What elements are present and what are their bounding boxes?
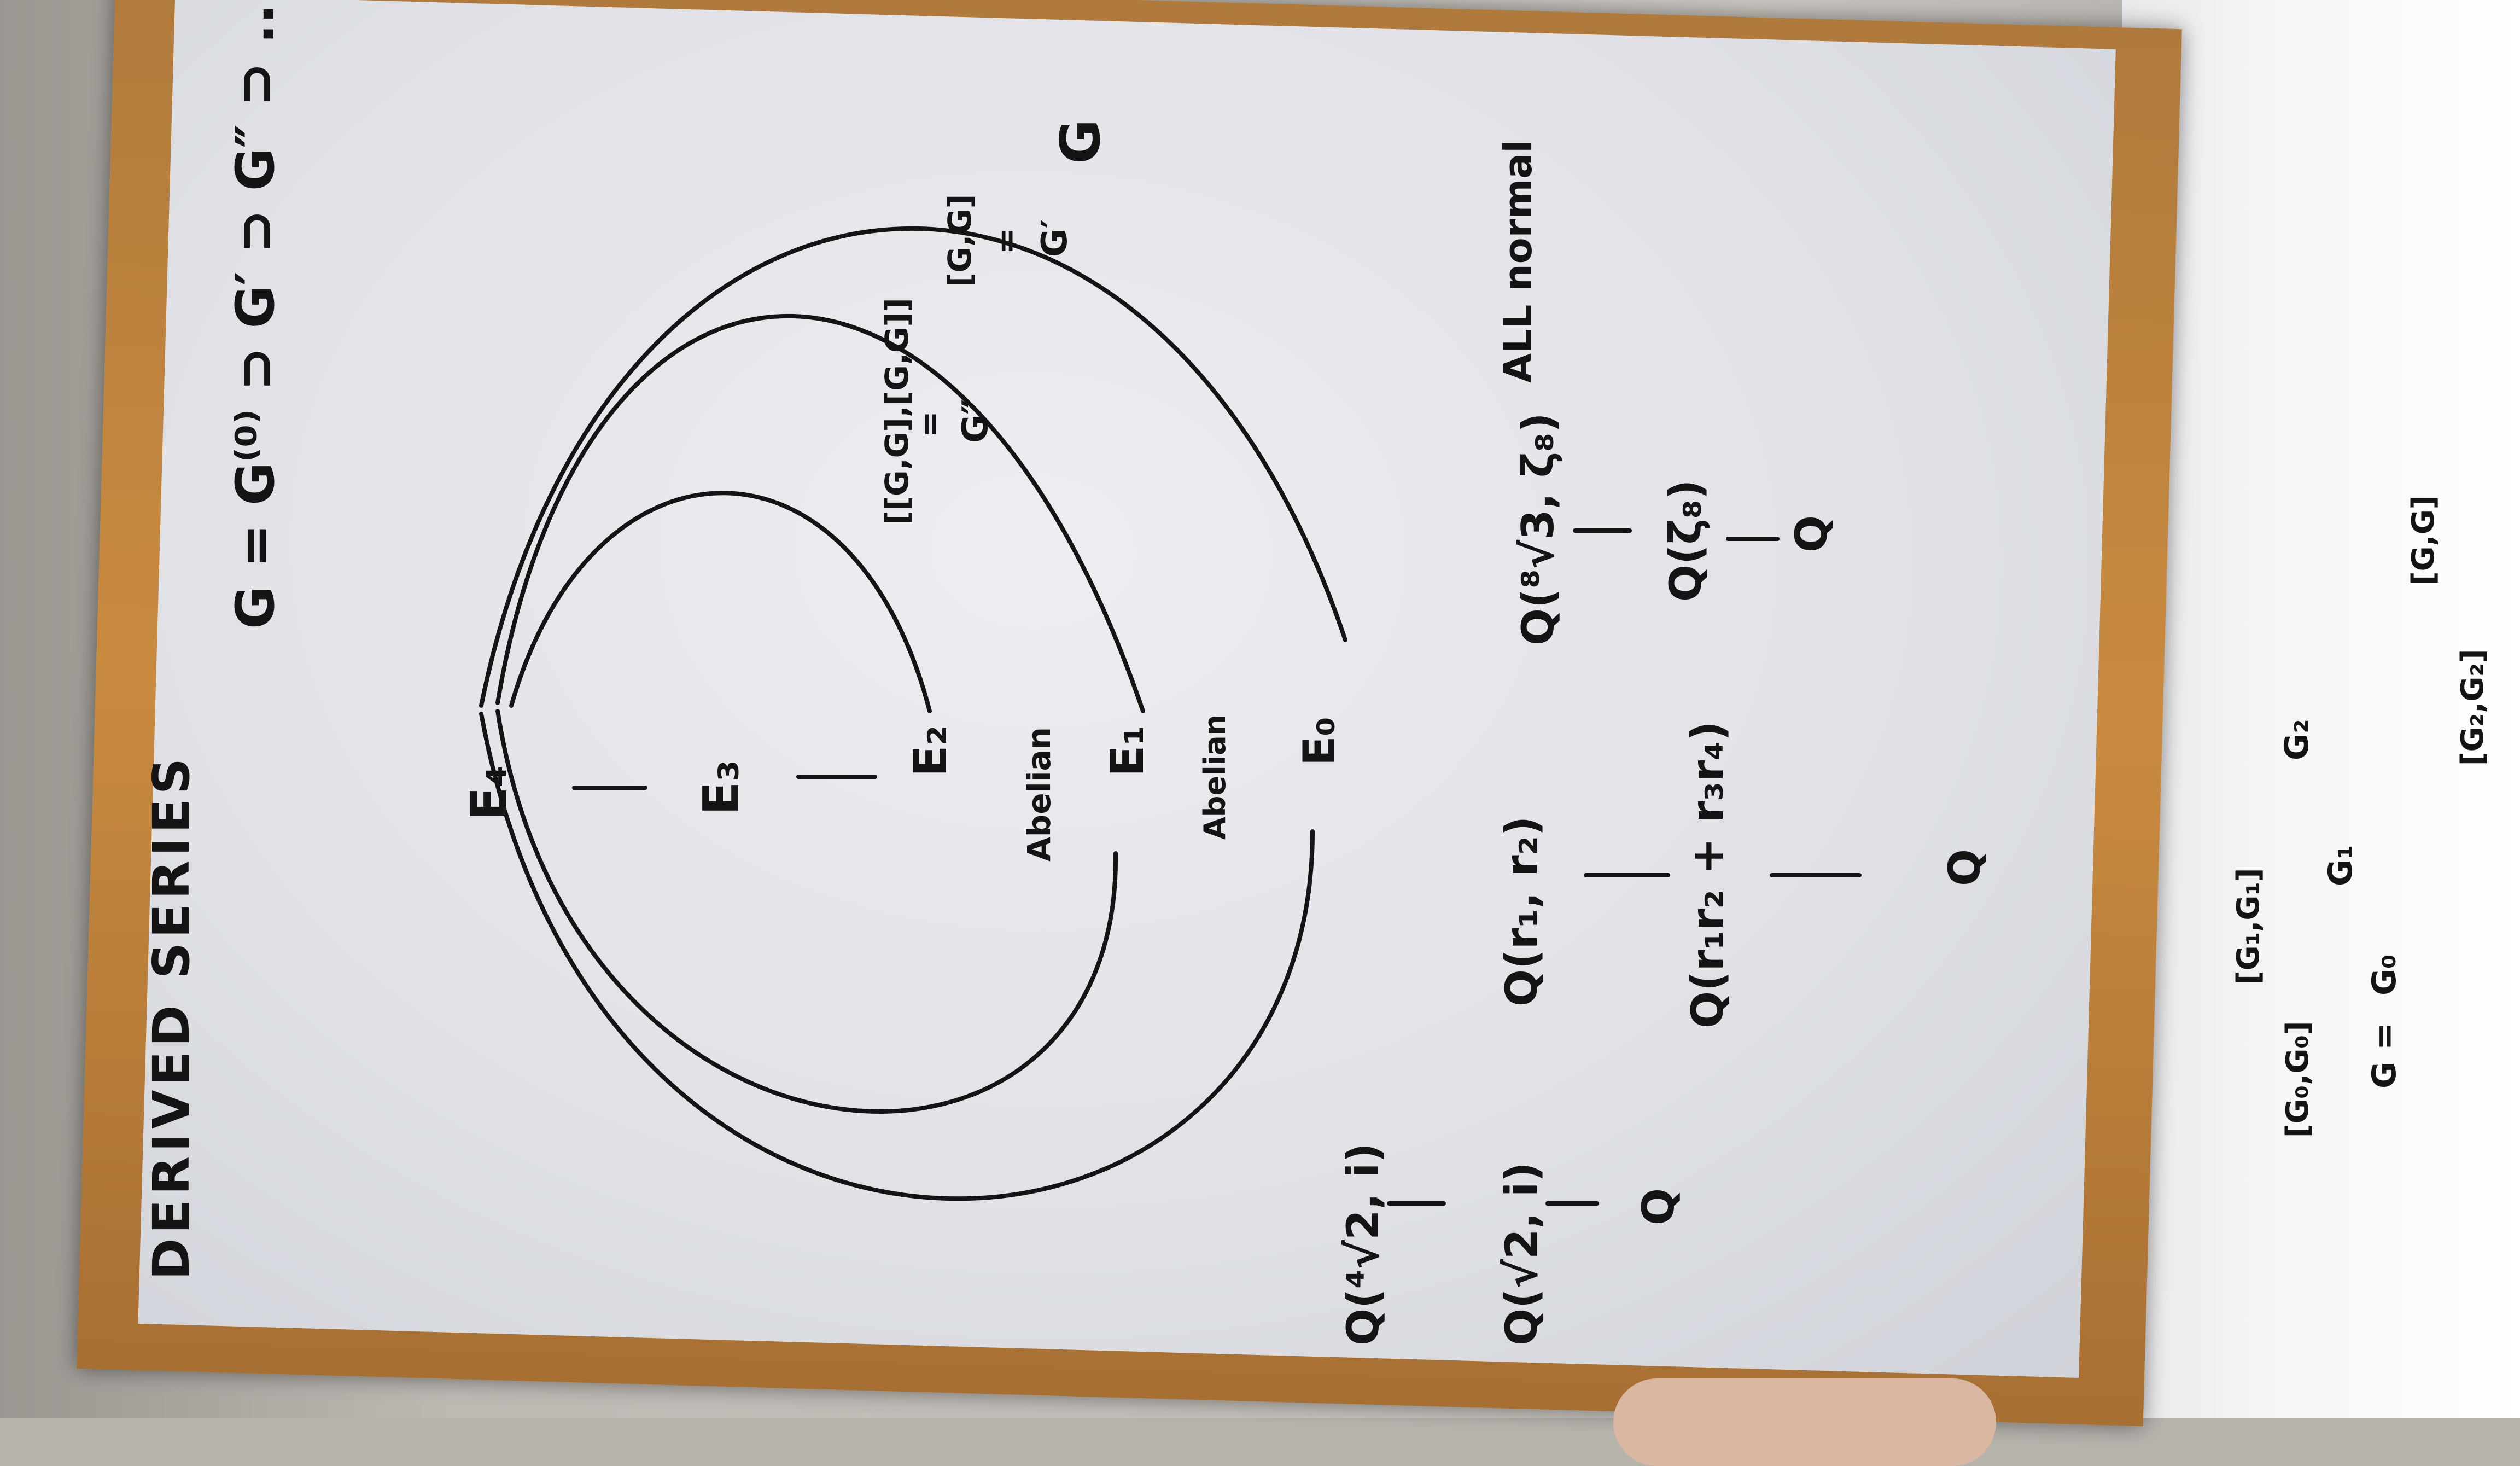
series-formula: G = G⁽⁰⁾ ⊃ G′ ⊃ G″ ⊃ ... (225, 0, 286, 629)
side-note-g2: G₂ (2278, 719, 2316, 760)
arc-outer-group (479, 226, 1348, 1201)
title-derived-series: DERIVED SERIES (142, 754, 201, 1280)
arc-middle-commutator (495, 314, 1145, 1114)
label-g-double-prime: G″ (955, 399, 996, 443)
tower1-top: Q(⁴√2, i) (1338, 1143, 1389, 1346)
tower2-bottom: Q (1939, 849, 1990, 886)
label-abelian-lower: Abelian (1198, 714, 1232, 840)
side-note-g0: G₀ (2365, 954, 2404, 996)
label-g-prime: G′ (1035, 219, 1075, 257)
tower2-middle: Q(r₁r₂ + r₃r₄) (1682, 721, 1733, 1028)
note-all-normal: ALL normal (1496, 140, 1541, 383)
group-label-g: G (1048, 119, 1112, 164)
paper-sheet (2122, 0, 2520, 1418)
equals-g-double-prime: = (911, 411, 948, 438)
label-first-commutator: [G,G] (941, 194, 978, 287)
tower1-middle: Q(√2, i) (1496, 1162, 1547, 1346)
field-e1: E₁ (1100, 725, 1154, 777)
side-note-comm-g1: [G₁,G₁] (2231, 868, 2266, 985)
side-note-g-equals: G = (2365, 1023, 2404, 1089)
tower3-middle: Q(ζ₈) (1660, 480, 1711, 602)
field-e0: E₀ (1294, 717, 1345, 766)
side-note-comm-g: [G,G] (2406, 496, 2441, 585)
side-note: G = G₀ [G₀,G₀] [G₁,G₁] G₁ G₂ [G₂,G₂] [G,… (2231, 496, 2490, 1138)
tower2-top: Q(r₁, r₂) (1496, 816, 1547, 1007)
tower3-top: Q(⁸√3, ζ₈) (1513, 412, 1564, 645)
whiteboard-drawing: DERIVED SERIES G = G⁽⁰⁾ ⊃ G′ ⊃ G″ ⊃ ... … (142, 0, 2490, 1346)
field-e2: E₂ (903, 725, 957, 777)
arc-inner-second-commutator (509, 491, 932, 713)
side-note-comm-g0: [G₀,G₀] (2280, 1021, 2315, 1138)
label-second-commutator: [[G,G],[G,G]] (878, 298, 915, 525)
field-e3: E₃ (693, 760, 750, 815)
tower1-bottom: Q (1633, 1188, 1684, 1225)
label-abelian-upper: Abelian (1020, 727, 1058, 862)
side-note-g1: G₁ (2321, 845, 2360, 886)
side-note-comm-g2: [G₂,G₂] (2455, 649, 2490, 766)
field-e4: E₄ (460, 765, 518, 821)
tower3-bottom: Q (1786, 515, 1837, 552)
equals-g-prime: = (988, 228, 1025, 254)
